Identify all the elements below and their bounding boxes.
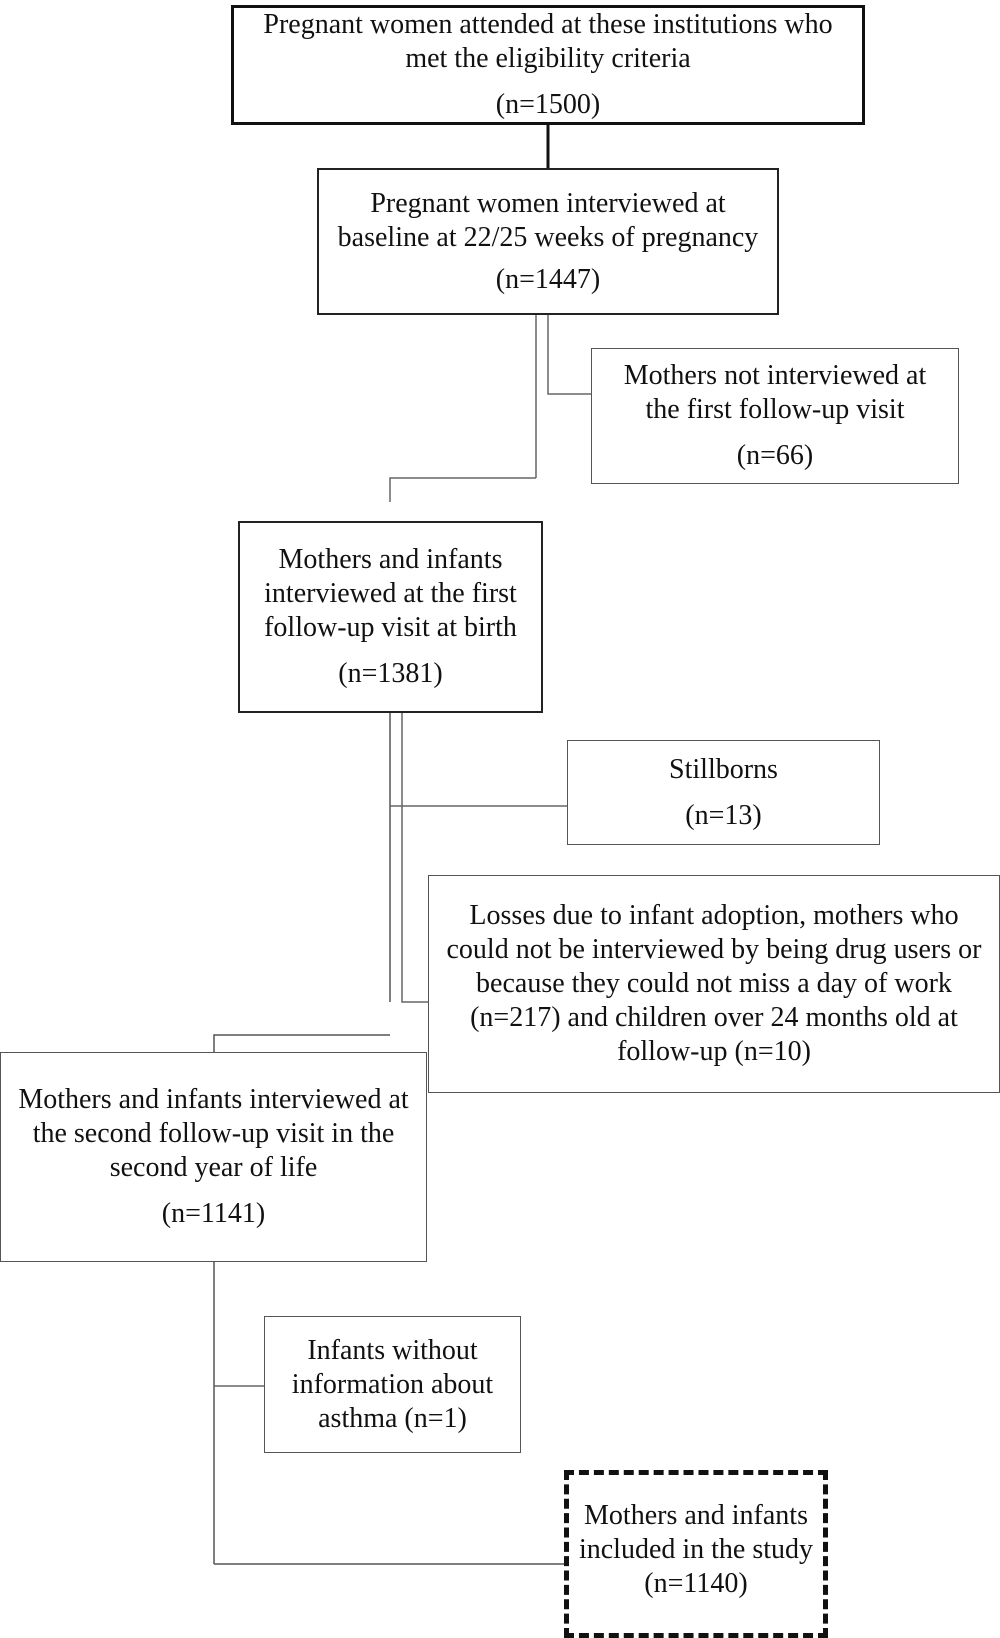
eligible-text: Pregnant women attended at these institu… — [263, 9, 833, 74]
not-interviewed-first-count: (n=66) — [736, 440, 814, 471]
not-interviewed-first-box: Mothers not interviewed at the first fol… — [591, 348, 959, 484]
second-followup-count: (n=1141) — [161, 1198, 266, 1229]
stillborns-text: Stillborns — [669, 753, 778, 785]
connector-to-losses — [401, 712, 428, 1003]
included-text: Mothers and infants included in the stud… — [578, 1500, 814, 1599]
second-followup-box: Mothers and infants interviewed at the s… — [0, 1052, 427, 1262]
first-followup-text: Mothers and infants interviewed at the f… — [264, 544, 517, 643]
connector-to-not-interviewed — [547, 314, 591, 395]
losses-text: Losses due to infant adoption, mothers w… — [446, 900, 982, 1067]
connector-baseline-to-first — [389, 477, 536, 502]
stillborns-count: (n=13) — [685, 799, 762, 831]
losses-box: Losses due to infant adoption, mothers w… — [428, 875, 1000, 1093]
baseline-box: Pregnant women interviewed at baseline a… — [317, 168, 779, 315]
eligible-count: (n=1500) — [495, 89, 601, 120]
second-followup-text: Mothers and infants interviewed at the s… — [18, 1084, 409, 1183]
stillborns-box: Stillborns (n=13) — [567, 740, 880, 845]
eligible-box: Pregnant women attended at these institu… — [231, 5, 865, 125]
connector-first-to-second — [213, 1034, 390, 1052]
baseline-count: (n=1447) — [495, 263, 601, 295]
no-asthma-info-box: Infants without information about asthma… — [264, 1316, 521, 1453]
not-interviewed-first-text: Mothers not interviewed at the first fol… — [623, 360, 927, 425]
first-followup-box: Mothers and infants interviewed at the f… — [238, 521, 543, 713]
no-asthma-info-text: Infants without information about asthma… — [291, 1334, 494, 1434]
baseline-text: Pregnant women interviewed at baseline a… — [337, 187, 759, 253]
first-followup-count: (n=1381) — [338, 658, 443, 689]
included-box: Mothers and infants included in the stud… — [564, 1470, 828, 1638]
